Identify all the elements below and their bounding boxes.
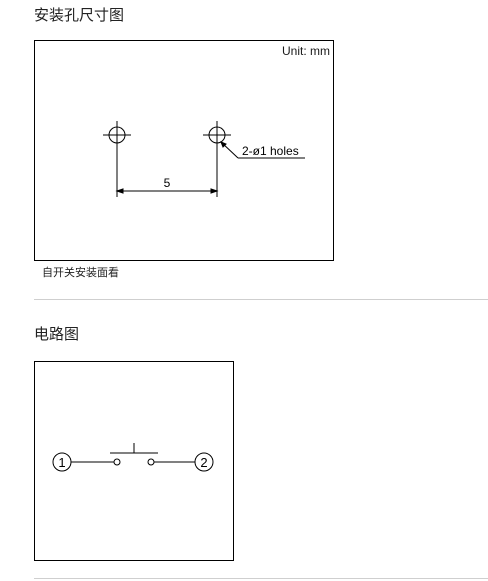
terminal-2: 2 bbox=[194, 452, 214, 472]
hole-right bbox=[203, 121, 231, 149]
mounting-hole-title: 安装孔尺寸图 bbox=[34, 6, 125, 24]
terminal-2-label: 2 bbox=[200, 455, 207, 470]
dimension-extension-lines bbox=[116, 149, 218, 197]
hole-label: 2-ø1 holes bbox=[242, 144, 299, 158]
section-divider-bottom bbox=[34, 578, 488, 579]
terminal-1: 1 bbox=[52, 452, 72, 472]
hole-left bbox=[103, 121, 131, 149]
circuit-drawing: 1 2 bbox=[52, 443, 214, 472]
circuit-title: 电路图 bbox=[34, 325, 80, 343]
dimension-line bbox=[115, 188, 219, 194]
push-switch bbox=[110, 443, 158, 466]
unit-label: Unit: mm bbox=[282, 44, 330, 58]
mounting-hole-diagram: Unit: mm 5 2-ø1 bbox=[34, 40, 334, 261]
circuit-diagram: 1 2 bbox=[34, 361, 234, 561]
hole-leader bbox=[220, 141, 305, 159]
section-divider bbox=[34, 299, 488, 300]
mounting-hole-drawing: 5 2-ø1 holes bbox=[103, 121, 305, 197]
mounting-caption: 自开关安装面看 bbox=[42, 266, 119, 279]
terminal-1-label: 1 bbox=[58, 455, 65, 470]
dimension-value: 5 bbox=[164, 176, 171, 190]
